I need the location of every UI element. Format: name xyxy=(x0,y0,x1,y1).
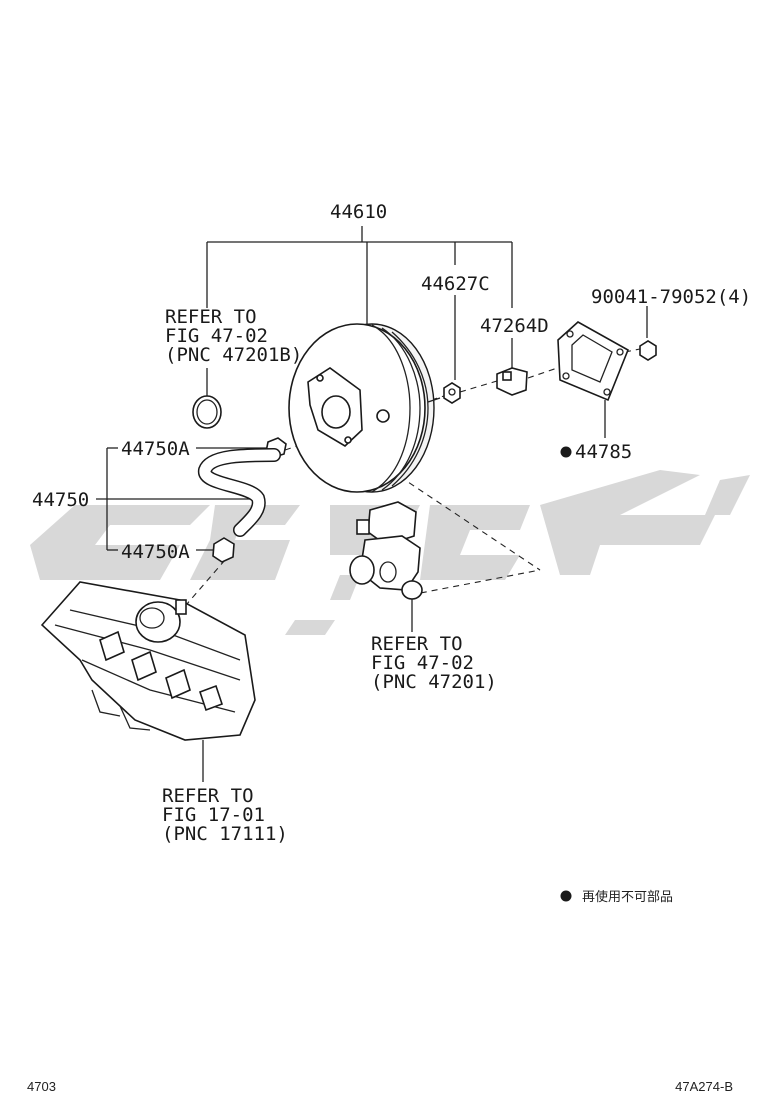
non-reusable-dot xyxy=(560,446,572,458)
illustration-code: 47A274-B xyxy=(675,1079,733,1094)
label-44627c: 44627C xyxy=(421,273,490,295)
refer-c-line3: (PNC 17111) xyxy=(162,823,288,845)
refer-b-line2: FIG 47-02 xyxy=(371,652,474,674)
o-ring xyxy=(192,395,222,429)
refer-c-line1: REFER TO xyxy=(162,785,254,807)
hose-assembly xyxy=(198,437,287,563)
legend-text: 再使用不可部品 xyxy=(582,889,673,904)
label-90041: 90041-79052(4) xyxy=(591,286,751,308)
label-44750a-lower: 44750A xyxy=(121,541,190,563)
label-44610: 44610 xyxy=(330,201,387,223)
label-44750: 44750 xyxy=(32,489,89,511)
master-cylinder xyxy=(349,501,423,600)
intake-manifold xyxy=(40,581,256,741)
figure-number: 4703 xyxy=(27,1079,56,1094)
bracket xyxy=(496,367,528,396)
refer-a-line3: (PNC 47201B) xyxy=(165,344,302,366)
check-valve xyxy=(443,382,461,404)
refer-b-line3: (PNC 47201) xyxy=(371,671,497,693)
brake-booster xyxy=(288,323,441,493)
nut xyxy=(639,340,657,361)
footer: 4703 47A274-B xyxy=(27,1079,733,1094)
refer-c-line2: FIG 17-01 xyxy=(162,804,265,826)
refer-a-line1: REFER TO xyxy=(165,306,257,328)
leader-lines xyxy=(96,226,648,782)
refer-a-line2: FIG 47-02 xyxy=(165,325,268,347)
legend: 再使用不可部品 xyxy=(560,889,673,904)
label-44750a-upper: 44750A xyxy=(121,438,190,460)
label-44785: 44785 xyxy=(575,441,632,463)
part-labels: 44610 44627C 47264D 90041-79052(4) 44785… xyxy=(32,201,751,845)
legend-dot xyxy=(560,890,572,902)
label-47264d: 47264D xyxy=(480,315,549,337)
gasket xyxy=(557,321,630,402)
refer-b-line1: REFER TO xyxy=(371,633,463,655)
